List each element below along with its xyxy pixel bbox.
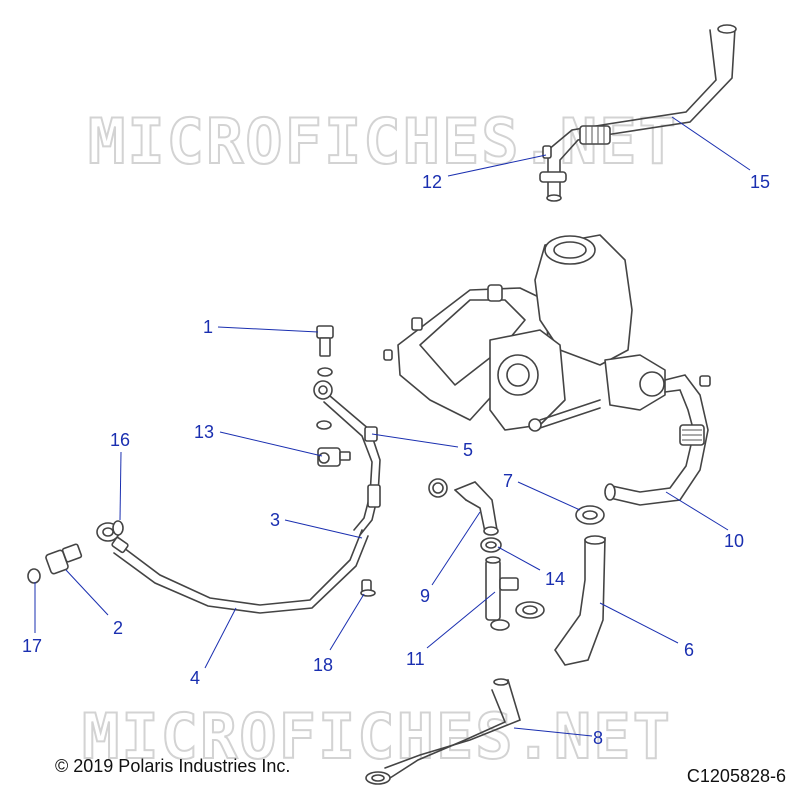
callout-3: 3 <box>270 510 280 530</box>
watermark-bottom: MICROFICHES.NET <box>82 700 672 773</box>
screw-18 <box>360 579 376 597</box>
fitting-13 <box>317 447 351 467</box>
coolant-pipe-15 <box>539 24 737 202</box>
turbocharger-assembly <box>383 234 711 432</box>
callout-5: 5 <box>463 440 473 460</box>
callout-17: 17 <box>22 636 42 656</box>
hose-10 <box>604 374 709 506</box>
callout-9: 9 <box>420 586 430 606</box>
tee-fitting-11 <box>485 556 545 631</box>
callout-10: 10 <box>724 531 744 551</box>
hose-9 <box>428 478 499 536</box>
copyright-notice: © 2019 Polaris Industries Inc. <box>55 756 291 776</box>
clamp-14 <box>480 537 502 553</box>
callout-18: 18 <box>313 655 333 675</box>
callout-2: 2 <box>113 618 123 638</box>
leader-lines <box>34 116 751 737</box>
figure-id: C1205828-6 <box>686 766 786 786</box>
callout-11: 11 <box>406 649 425 669</box>
callout-16: 16 <box>110 430 130 450</box>
washer-16 <box>112 520 124 536</box>
callout-8: 8 <box>593 728 603 748</box>
callout-6: 6 <box>684 640 694 660</box>
banjo-bolt-1 <box>316 325 334 430</box>
washer-17 <box>27 568 41 584</box>
callout-7: 7 <box>503 471 513 491</box>
bolt-12 <box>542 145 552 159</box>
callout-labels: 1 2 3 4 5 6 7 8 9 10 11 12 13 14 15 16 1… <box>22 172 770 748</box>
hose-6 <box>554 535 606 666</box>
watermark-top: MICROFICHES.NET <box>88 105 678 178</box>
callout-13: 13 <box>194 422 214 442</box>
callout-14: 14 <box>545 569 565 589</box>
callout-15: 15 <box>750 172 770 192</box>
callout-4: 4 <box>190 668 200 688</box>
clamp-7 <box>575 505 605 525</box>
callout-1: 1 <box>203 317 213 337</box>
hose-8 <box>365 678 521 785</box>
callout-12: 12 <box>422 172 442 192</box>
fitting-2 <box>45 543 83 575</box>
oil-line-4 <box>96 522 369 614</box>
oil-line-5 <box>313 380 381 536</box>
